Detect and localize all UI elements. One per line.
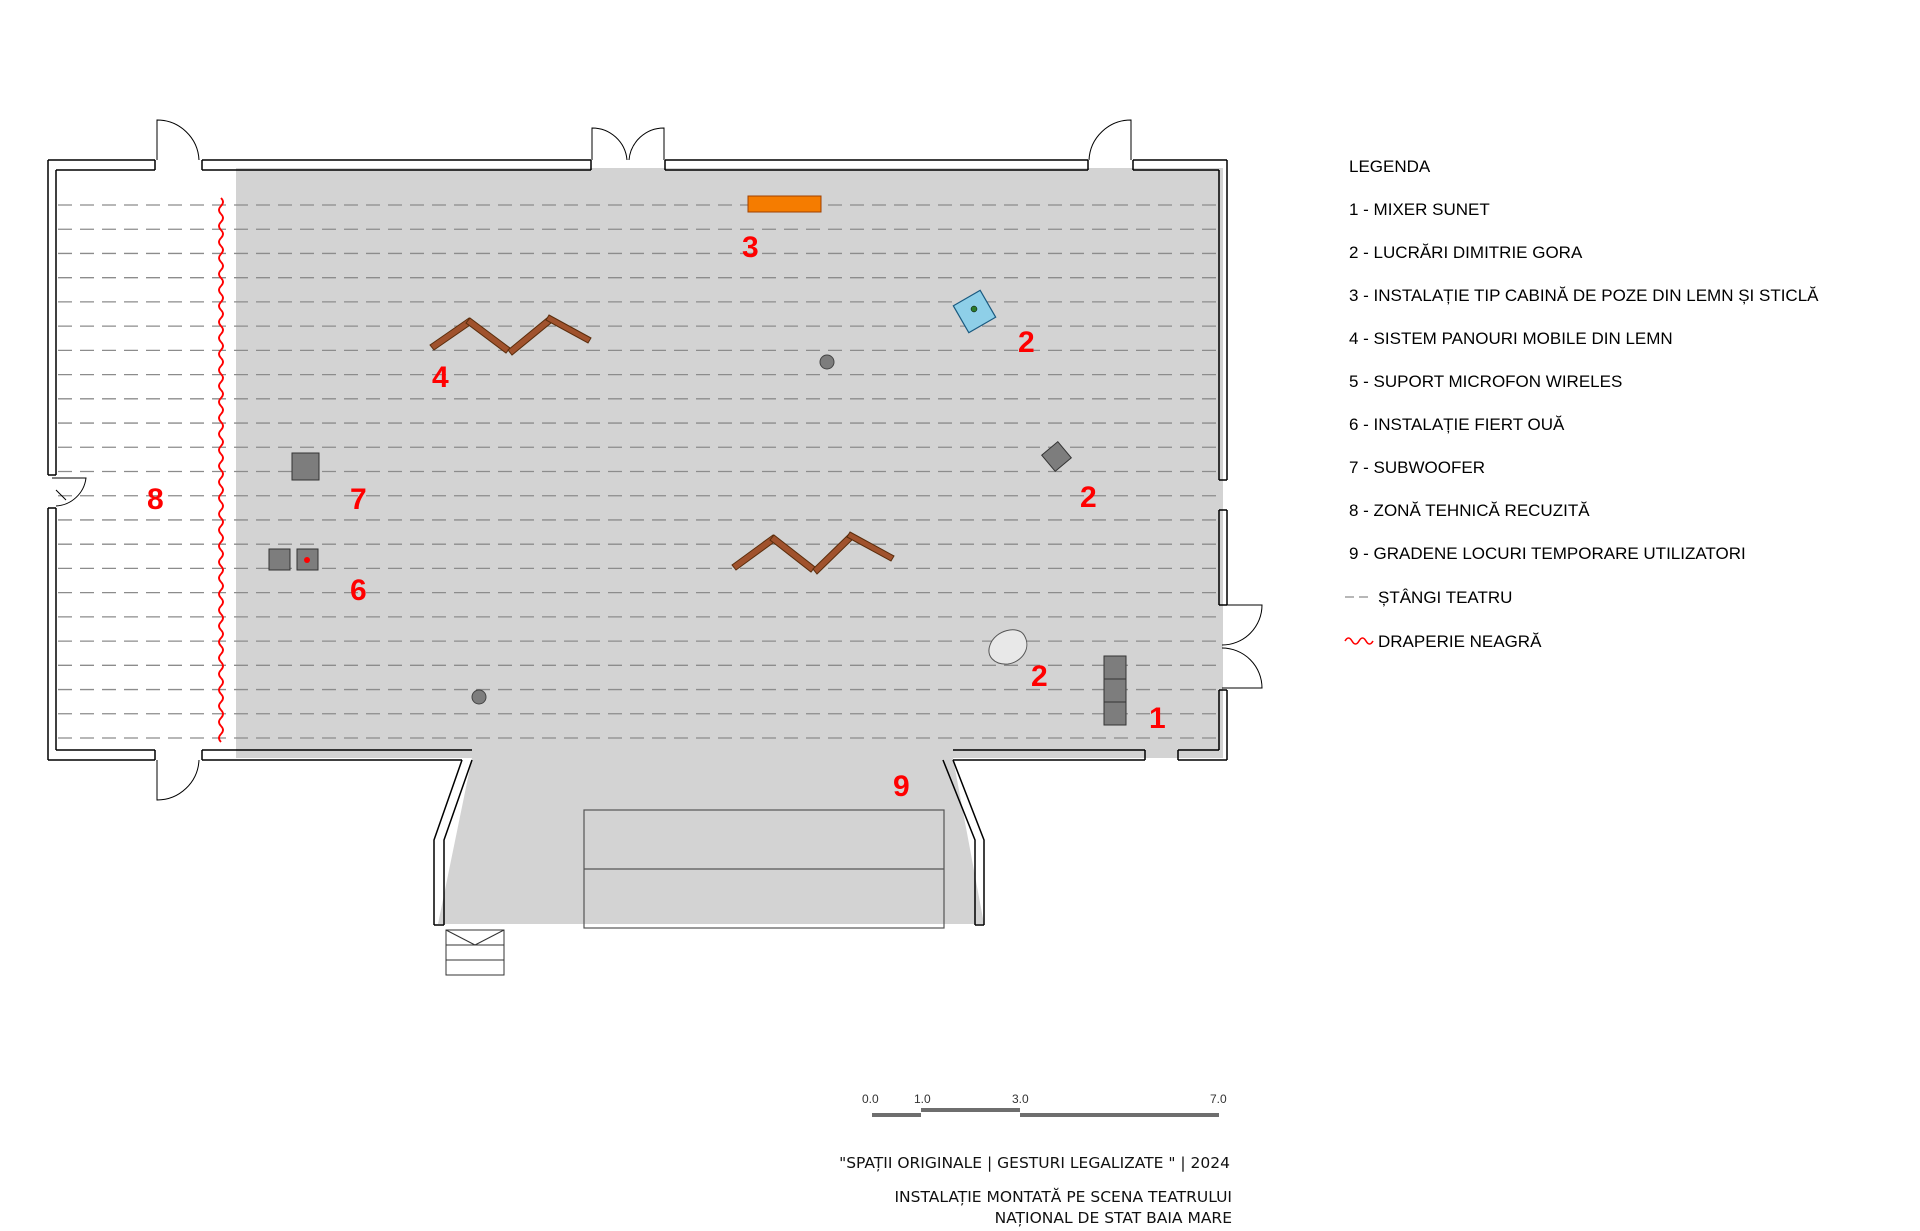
wall-funnel-right bbox=[942, 759, 985, 926]
steps-treads bbox=[445, 929, 505, 961]
marker-9: 9 bbox=[893, 770, 910, 803]
scale-label-3: 3.0 bbox=[1012, 1092, 1029, 1106]
marker-2-mid: 2 bbox=[1080, 481, 1097, 514]
door-right-double bbox=[1221, 604, 1263, 689]
legend-title: LEGENDA bbox=[1349, 157, 1431, 176]
egg-station-left bbox=[268, 548, 291, 571]
legend-curtain-label: DRAPERIE NEAGRĂ bbox=[1378, 632, 1542, 651]
wall-top-left bbox=[48, 159, 156, 171]
sound-mixer bbox=[1103, 655, 1127, 726]
wall-bottom-mid-left bbox=[201, 749, 472, 761]
marker-2-bottom: 2 bbox=[1031, 660, 1048, 693]
legend-item-1: 1 - MIXER SUNET bbox=[1349, 200, 1490, 219]
wall-bottom-left bbox=[48, 749, 156, 761]
artwork-center-dot bbox=[970, 305, 978, 313]
scale-segment-3 bbox=[1020, 1113, 1219, 1117]
marker-6: 6 bbox=[350, 574, 367, 607]
panel bbox=[545, 314, 592, 344]
scale-segment-1 bbox=[872, 1113, 921, 1117]
legend-item-9: 9 - GRADENE LOCURI TEMPORARE UTILIZATORI bbox=[1349, 544, 1746, 563]
wall-right-upper bbox=[1218, 160, 1228, 481]
scale-label-7: 7.0 bbox=[1210, 1092, 1227, 1106]
egg-station-dot bbox=[304, 557, 310, 563]
theatre-bars bbox=[58, 204, 1217, 739]
artwork-diamond bbox=[1041, 441, 1072, 472]
legend-item-4: 4 - SISTEM PANOURI MOBILE DIN LEMN bbox=[1349, 329, 1673, 348]
microphone-stand bbox=[471, 689, 487, 705]
artwork-stone bbox=[988, 629, 1028, 665]
wall-right-lower bbox=[1218, 689, 1228, 760]
stage-floor bbox=[236, 168, 1223, 758]
black-curtain bbox=[218, 197, 224, 743]
marker-3: 3 bbox=[742, 231, 759, 264]
panel bbox=[769, 534, 816, 573]
caption-line-3: NAȚIONAL DE STAT BAIA MARE bbox=[995, 1209, 1232, 1227]
legend-item-7: 7 - SUBWOOFER bbox=[1349, 458, 1485, 477]
door-top-left bbox=[156, 119, 200, 161]
doors bbox=[52, 119, 1263, 801]
wall-right-mid bbox=[1218, 509, 1228, 606]
door-top-double bbox=[591, 127, 665, 161]
scale-label-0: 0.0 bbox=[862, 1092, 879, 1106]
legend-bars-label: ȘTÂNGI TEATRU bbox=[1378, 588, 1512, 607]
mobile-panels-mid bbox=[731, 531, 895, 575]
legend-item-8: 8 - ZONĂ TEHNICĂ RECUZITĂ bbox=[1349, 501, 1590, 520]
legend: LEGENDA 1 - MIXER SUNET 2 - LUCRĂRI DIMI… bbox=[1344, 157, 1819, 651]
entry-steps bbox=[445, 929, 505, 976]
wall-bottom-right bbox=[1177, 749, 1227, 761]
scale-segment-2 bbox=[921, 1108, 1020, 1112]
legend-item-3: 3 - INSTALAȚIE TIP CABINĂ DE POZE DIN LE… bbox=[1349, 286, 1819, 305]
legend-item-6: 6 - INSTALAȚIE FIERT OUĂ bbox=[1349, 415, 1565, 434]
mobile-panels-top bbox=[429, 314, 592, 356]
door-left-small bbox=[52, 477, 87, 507]
wall-left-lower bbox=[47, 507, 57, 760]
legend-item-2: 2 - LUCRĂRI DIMITRIE GORA bbox=[1349, 243, 1583, 262]
mixer-unit bbox=[1103, 701, 1127, 726]
panel bbox=[846, 531, 895, 562]
scale-bar: 0.0 1.0 3.0 7.0 bbox=[862, 1092, 1227, 1117]
mixer-unit bbox=[1103, 655, 1127, 680]
legend-item-5: 5 - SUPORT MICROFON WIRELES bbox=[1349, 372, 1622, 391]
photo-booth bbox=[747, 195, 822, 213]
wall-left-upper bbox=[47, 160, 57, 476]
marker-2-top: 2 bbox=[1018, 326, 1035, 359]
caption-line-2: INSTALAȚIE MONTATĂ PE SCENA TEATRULUI bbox=[894, 1187, 1232, 1206]
artwork-square bbox=[952, 289, 997, 334]
door-bottom-left bbox=[156, 759, 200, 801]
caption: "SPAȚII ORIGINALE | GESTURI LEGALIZATE "… bbox=[839, 1154, 1232, 1227]
steps-outline bbox=[445, 929, 505, 976]
audience-floor bbox=[438, 758, 984, 924]
microphone-stand bbox=[819, 354, 835, 370]
wall-top-right bbox=[1132, 159, 1227, 171]
wall-top-mid2 bbox=[664, 159, 1089, 171]
marker-1: 1 bbox=[1149, 702, 1166, 735]
temporary-seating bbox=[583, 809, 945, 929]
wall-funnel-left bbox=[433, 759, 473, 926]
wall-bottom-mid bbox=[953, 749, 1146, 761]
panel bbox=[465, 317, 511, 354]
mixer-unit bbox=[1103, 678, 1127, 703]
door-left-leaf bbox=[55, 489, 67, 501]
marker-4: 4 bbox=[432, 361, 449, 394]
red-wave-icon bbox=[1344, 637, 1374, 645]
wall-top-mid bbox=[201, 159, 592, 171]
door-top-right bbox=[1088, 119, 1132, 161]
marker-8: 8 bbox=[147, 483, 164, 516]
scale-label-1: 1.0 bbox=[914, 1092, 931, 1106]
subwoofer bbox=[291, 452, 320, 481]
walls bbox=[47, 159, 1228, 926]
caption-line-1: "SPAȚII ORIGINALE | GESTURI LEGALIZATE "… bbox=[839, 1154, 1230, 1172]
marker-7: 7 bbox=[350, 483, 367, 516]
